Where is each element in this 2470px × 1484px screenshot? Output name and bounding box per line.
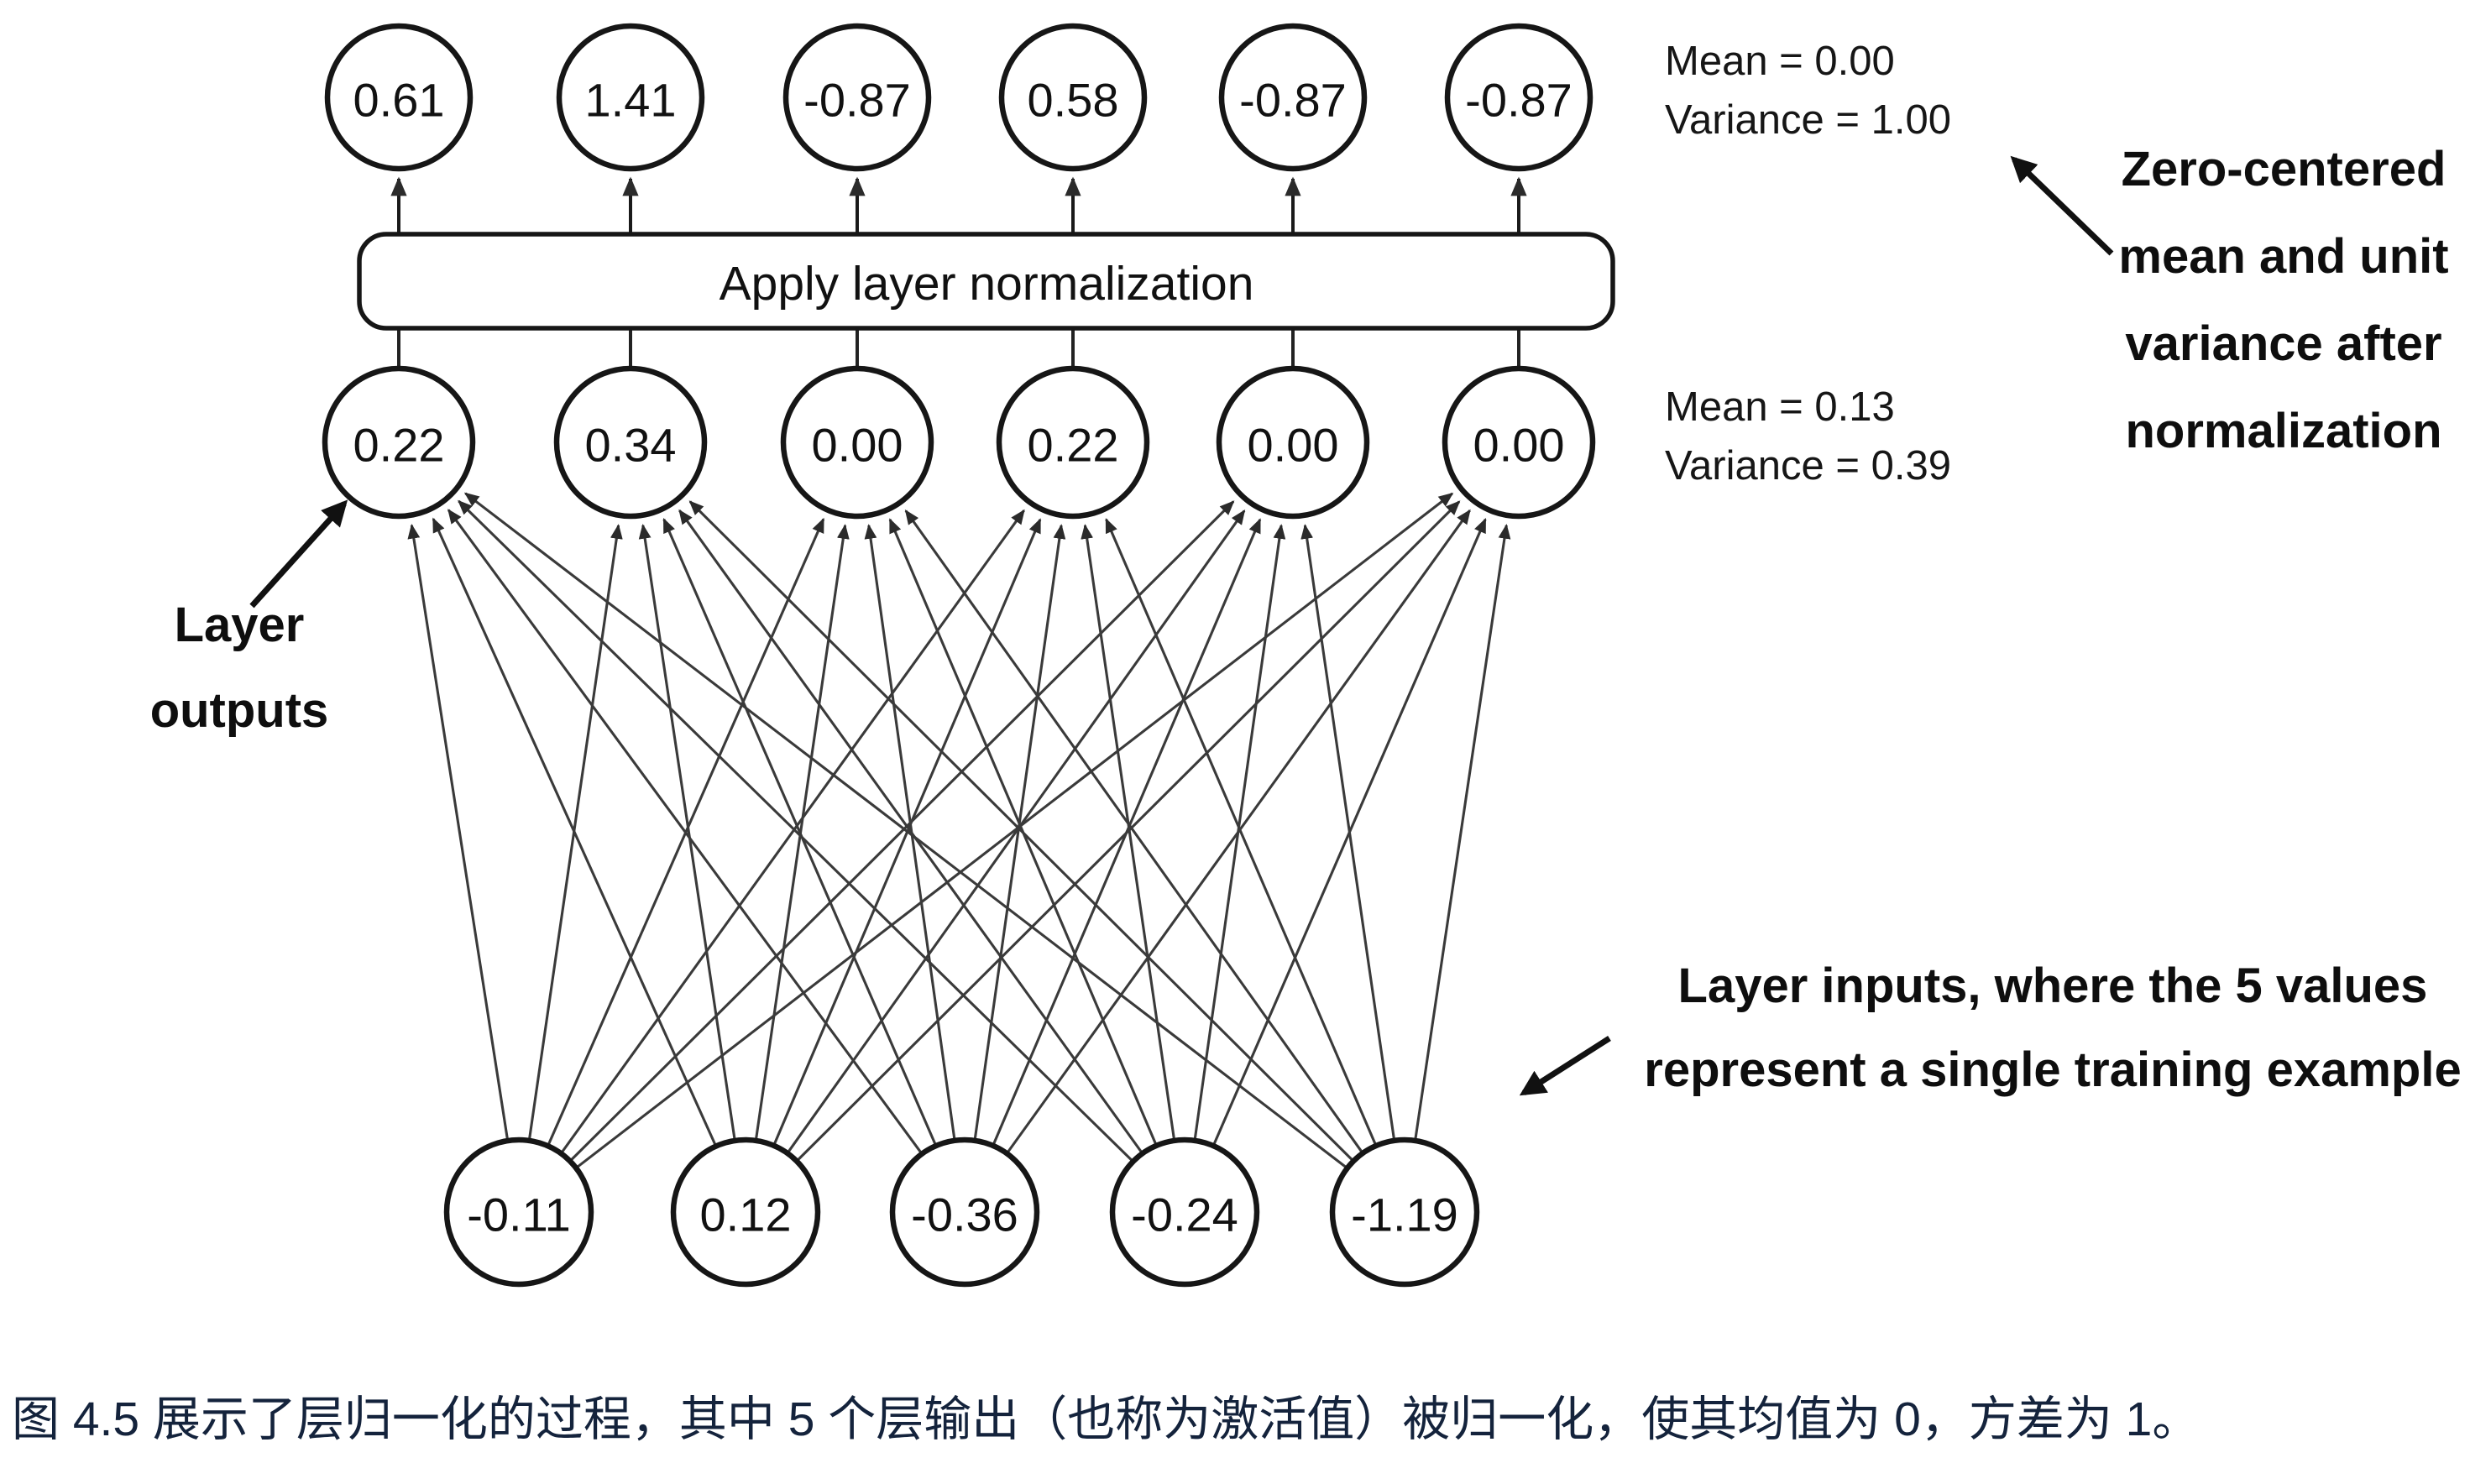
- annotation-line: outputs: [149, 683, 329, 738]
- node-value: -1.19: [1351, 1189, 1458, 1241]
- output-stats: Mean = 0.13 Variance = 0.39: [1665, 378, 1951, 495]
- input-output-edge: [463, 492, 1348, 1168]
- node-value: 0.58: [1028, 74, 1119, 127]
- input-output-edge: [662, 517, 937, 1145]
- normalized-mean-value: Mean = 0.00: [1665, 39, 1895, 84]
- annotation-line: normalization: [2125, 404, 2442, 458]
- layer-input-node: -0.11: [443, 1137, 594, 1288]
- normalized-node-circle: [556, 23, 705, 172]
- normalized-node-circle: [782, 23, 932, 172]
- annotation-line: variance after: [2125, 316, 2442, 371]
- node-value: -0.87: [1465, 74, 1573, 127]
- layer-input-node-circle: [889, 1137, 1040, 1288]
- normalized-node: 0.61: [324, 23, 474, 172]
- node-value: 0.61: [353, 74, 445, 127]
- input-output-edge: [638, 524, 736, 1140]
- figure-caption: 图 4.5 展示了层归一化的过程，其中 5 个层输出（也称为激活值）被归一化，使…: [12, 1393, 2200, 1446]
- network-nodes: 0.61 1.41 -0.87 0.58 -0.87 -0.87 0.22 0.34 0.00 0…: [322, 23, 1596, 1288]
- node-value: 0.00: [1473, 419, 1565, 472]
- node-value: -0.24: [1131, 1189, 1238, 1241]
- annotation-line: Zero-centered: [2121, 142, 2446, 196]
- layer-input-node-circle: [1109, 1137, 1260, 1288]
- node-value: -0.11: [467, 1189, 570, 1241]
- layer-output-node: 0.22: [996, 365, 1150, 520]
- layer-input-node-circle: [443, 1137, 594, 1288]
- layer-output-node: 0.00: [780, 365, 934, 520]
- inputs-annotation-arrow: [1519, 1036, 1611, 1096]
- input-output-edge: [973, 524, 1066, 1140]
- layer-input-node: -0.24: [1109, 1137, 1260, 1288]
- normalized-variance-value: Variance = 1.00: [1665, 97, 1951, 143]
- layer-input-node: -0.36: [889, 1137, 1040, 1288]
- normalized-annotation-arrow: [2010, 155, 2114, 256]
- layer-norm-box: [357, 232, 1615, 331]
- node-value: 1.41: [585, 74, 677, 127]
- input-output-edge: [1081, 524, 1175, 1140]
- input-output-edge: [678, 509, 1143, 1153]
- input-output-edge: [992, 518, 1262, 1145]
- input-output-edge: [561, 509, 1025, 1153]
- annotation-layer-inputs: Layer inputs, where the 5 values represe…: [1616, 944, 2470, 1112]
- normalized-node: 1.41: [556, 23, 705, 172]
- input-output-edge: [432, 517, 717, 1146]
- annotation-line: Layer inputs, where the 5 values: [1677, 959, 2428, 1013]
- layer-output-node-circle: [322, 365, 476, 520]
- normalized-node-circle: [1218, 23, 1368, 172]
- input-output-edge: [458, 499, 1133, 1162]
- input-output-edge: [904, 509, 1363, 1153]
- input-output-edge: [1414, 524, 1511, 1140]
- node-value: 0.00: [812, 419, 903, 472]
- annotation-line: mean and unit: [2118, 229, 2449, 284]
- node-value: -0.36: [911, 1189, 1018, 1241]
- layer-output-node-circle: [780, 365, 934, 520]
- layer-output-node-circle: [1216, 365, 1370, 520]
- annotation-line: represent a single training example: [1644, 1042, 2462, 1097]
- annotation-normalized: Zero-centered mean and unit variance aft…: [2095, 126, 2470, 475]
- outputs-annotation-arrow: [249, 499, 348, 609]
- layer-output-node: 0.00: [1442, 365, 1596, 520]
- input-output-edge: [1105, 518, 1377, 1145]
- normalized-node: -0.87: [1444, 23, 1593, 172]
- normalized-node-circle: [324, 23, 474, 172]
- network-edges: [390, 176, 1527, 1168]
- node-value: -0.87: [1239, 74, 1347, 127]
- layer-output-node-circle: [553, 365, 708, 520]
- node-value: 0.22: [353, 419, 445, 472]
- node-value: 0.22: [1028, 419, 1119, 472]
- input-output-edge: [576, 492, 1454, 1168]
- node-value: -0.87: [803, 74, 911, 127]
- node-value: 0.12: [700, 1189, 792, 1241]
- layer-output-node-circle: [996, 365, 1150, 520]
- normalized-node: -0.87: [1218, 23, 1368, 172]
- node-value: 0.00: [1248, 419, 1339, 472]
- output-mean-value: Mean = 0.13: [1665, 384, 1895, 430]
- layer-output-node: 0.34: [553, 365, 708, 520]
- layer-input-node: -1.19: [1329, 1137, 1480, 1288]
- input-output-edge: [447, 509, 923, 1154]
- normalized-node-circle: [998, 23, 1148, 172]
- normalized-node: -0.87: [782, 23, 932, 172]
- layer-input-node: 0.12: [670, 1137, 821, 1288]
- normalized-node: 0.58: [998, 23, 1148, 172]
- norm-box-label: Apply layer normalization: [720, 257, 1254, 311]
- input-output-edge: [1193, 524, 1286, 1140]
- layer-output-node: 0.00: [1216, 365, 1370, 520]
- layer-output-node: 0.22: [322, 365, 476, 520]
- input-output-edge: [1300, 524, 1395, 1140]
- input-output-edge: [407, 523, 509, 1140]
- input-output-edge: [570, 500, 1235, 1161]
- annotation-layer-outputs: Layer outputs: [92, 583, 386, 754]
- input-output-edge: [688, 500, 1353, 1161]
- input-output-edge: [787, 509, 1246, 1153]
- layer-output-node-circle: [1442, 365, 1596, 520]
- node-value: 0.34: [585, 419, 677, 472]
- normalized-node-circle: [1444, 23, 1593, 172]
- normalized-stats: Mean = 0.00 Variance = 1.00: [1665, 32, 1951, 149]
- layer-input-node-circle: [1329, 1137, 1480, 1288]
- layer-input-node-circle: [670, 1137, 821, 1288]
- annotation-line: Layer: [174, 598, 305, 652]
- output-variance-value: Variance = 0.39: [1665, 443, 1951, 489]
